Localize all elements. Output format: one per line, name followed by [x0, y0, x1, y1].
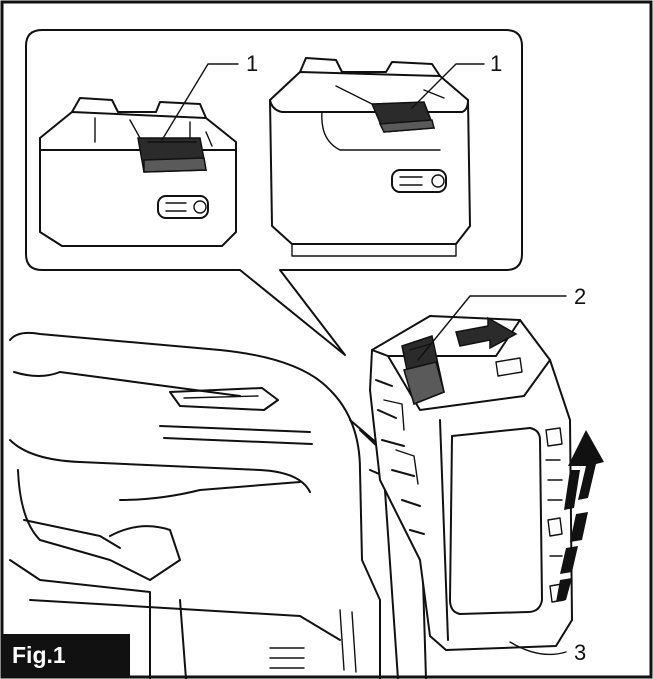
figure-label: Fig.1	[2, 634, 130, 677]
callout-1-right: 1	[490, 51, 502, 76]
battery-left-inset	[39, 97, 237, 247]
slide-direction-arrow	[455, 316, 518, 350]
battery-latch-button	[401, 335, 445, 406]
leader-line-3	[509, 641, 567, 656]
battery-right-inset	[269, 57, 471, 257]
leader-line-1-left	[161, 63, 239, 141]
callout-1-left: 1	[246, 51, 258, 76]
leader-line-2	[417, 295, 567, 361]
insertion-arrow	[556, 430, 604, 602]
latch-button-right	[370, 101, 436, 133]
callout-2: 2	[574, 284, 586, 309]
leader-line-1-right	[411, 63, 485, 109]
inset-callout-box	[25, 29, 523, 356]
callout-3: 3	[574, 640, 586, 665]
latch-button-left	[137, 137, 207, 173]
tool-body	[9, 331, 431, 679]
battery-pack	[369, 315, 573, 651]
